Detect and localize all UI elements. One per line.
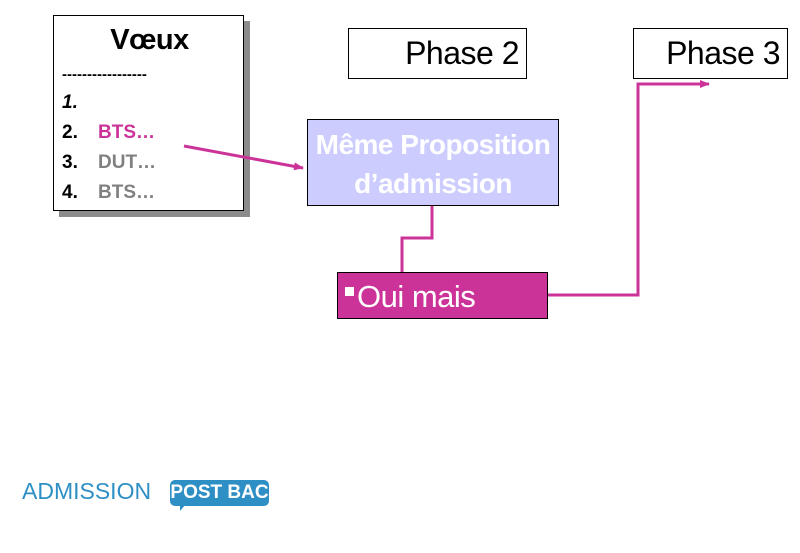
voeux-item-text: DUT…: [98, 152, 157, 173]
proposition-box: Même Proposition d’admission: [307, 119, 559, 206]
proposition-line-1: Même Proposition: [315, 129, 551, 160]
voeux-item-3: 3. DUT…: [62, 152, 156, 174]
voeux-item-4: 4. BTS…: [62, 182, 155, 204]
logo-badge-tail: [180, 504, 186, 511]
oui-mais-box: Oui mais: [337, 272, 548, 319]
voeux-item-number: 2.: [62, 122, 78, 143]
phase-3-box: Phase 3: [633, 28, 788, 79]
voeux-item-1: 1.: [62, 92, 98, 114]
phase-2-label: Phase 2: [405, 35, 519, 71]
proposition-line-2: d’admission: [354, 168, 512, 199]
voeux-item-text: BTS…: [98, 122, 155, 143]
voeux-item-number: 4.: [62, 182, 78, 203]
bullet-icon: [345, 287, 354, 296]
logo-admission-text: ADMISSION: [22, 478, 152, 504]
voeux-title: Vœux: [110, 24, 189, 56]
phase-3-label: Phase 3: [666, 35, 780, 71]
phase-2-box: Phase 2: [348, 28, 527, 79]
voeux-item-number: 1.: [62, 92, 78, 113]
voeux-item-text: BTS…: [98, 182, 155, 203]
voeux-item-2: 2. BTS…: [62, 122, 155, 144]
voeux-separator: -----------------: [62, 66, 147, 83]
connector-proposition-to-oui-mais: [400, 206, 434, 272]
voeux-box: Vœux ----------------- 1. 2.BTS… 3.DUT… …: [53, 15, 244, 211]
logo-post-bac-badge: POST BAC: [170, 480, 269, 506]
arrow-oui-mais-to-phase-3: [548, 80, 710, 297]
voeux-item-number: 3.: [62, 152, 78, 173]
arrow-bts-to-proposition: [183, 144, 304, 171]
oui-mais-label: Oui mais: [357, 279, 476, 314]
